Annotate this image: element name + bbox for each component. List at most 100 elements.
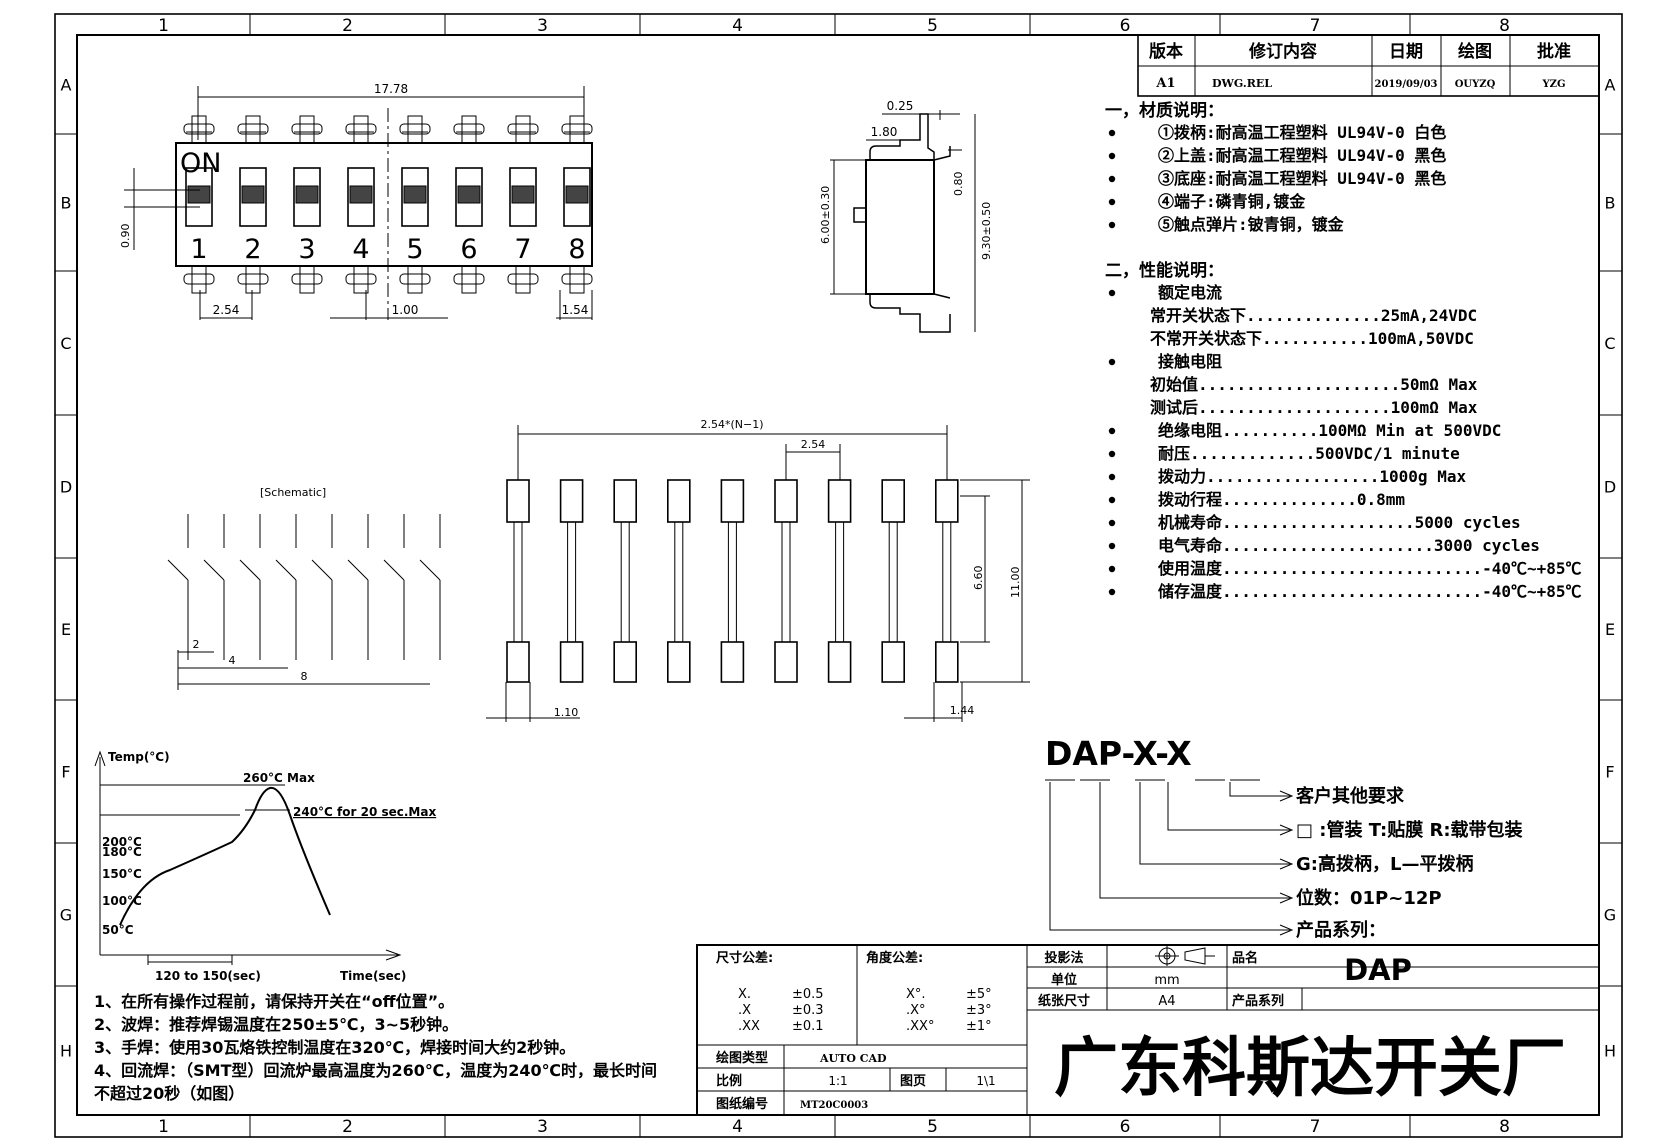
- footprint-pad: [666, 479, 691, 523]
- pin-top: [461, 115, 477, 144]
- zone-row-label: C: [1604, 334, 1615, 353]
- material-item: ①拨柄:耐高温工程塑料 UL94V-0 白色: [1158, 123, 1446, 142]
- tol-key: .XX°: [906, 1019, 934, 1034]
- performance-line: 储存温度...........................-40℃~+85℃: [1157, 582, 1582, 601]
- bullet: [1108, 542, 1116, 550]
- performance-line: 耐压.............500VDC/1 minute: [1158, 444, 1460, 463]
- pn-option: G:高拨柄，L—平拨柄: [1296, 853, 1473, 875]
- rev-header-drawn: 绘图: [1458, 41, 1492, 62]
- rev-header-date: 日期: [1389, 42, 1423, 62]
- position-number: 3: [298, 234, 315, 265]
- zone-row-label: B: [1605, 194, 1616, 213]
- dim-pad-edge: 1.44: [950, 704, 975, 717]
- reflow-tick-label: 150°C: [102, 867, 142, 881]
- schematic-dim-c: 8: [301, 670, 308, 683]
- pn-leader: [1099, 782, 1290, 899]
- preheat-label: 120 to 150(sec): [155, 969, 261, 983]
- performance-line: 拨动行程..............0.8mm: [1158, 490, 1405, 509]
- part-code: DAP-X-X: [1045, 734, 1192, 773]
- pin-bottom: [353, 265, 369, 294]
- scale-value: 1:1: [828, 1074, 847, 1088]
- drawing-type-label: 绘图类型: [716, 1050, 768, 1066]
- pn-leader: [1049, 782, 1290, 931]
- scale-label: 比例: [716, 1073, 742, 1089]
- pn-leader: [1229, 782, 1290, 797]
- reflow-tick-label: 50°C: [102, 923, 134, 937]
- footprint-pad: [506, 479, 530, 523]
- schematic-contact: [203, 559, 225, 581]
- reflow-x-label: Time(sec): [340, 969, 406, 983]
- bullet: [1108, 473, 1116, 481]
- zone-col-label: 2: [342, 16, 353, 36]
- switch-slot: [509, 167, 537, 227]
- footprint-pad: [559, 479, 584, 523]
- unit-value: mm: [1154, 973, 1179, 988]
- page-value: 1\1: [976, 1074, 995, 1088]
- dim-lead: 0.25: [887, 99, 914, 113]
- note-line: 4、回流焊：（SMT型）回流炉最高温度为260℃，温度为240℃时，最长时间: [94, 1061, 657, 1080]
- name-value: DAP: [1344, 953, 1412, 987]
- zone-col-label: 8: [1499, 1117, 1510, 1137]
- footprint-pad: [934, 641, 959, 683]
- zone-col-label: 1: [158, 1117, 169, 1137]
- performance-line: 拨动力..................1000g Max: [1158, 467, 1466, 486]
- position-number: 2: [244, 234, 261, 265]
- performance-line: 机械寿命....................5000 cycles: [1158, 513, 1521, 532]
- projection-symbol-icon: [1155, 946, 1215, 966]
- pn-option: 客户其他要求: [1296, 785, 1405, 807]
- note-line: 3、手焊：使用30瓦烙铁控制温度在320℃，焊接时间大约2秒钟。: [94, 1038, 575, 1057]
- pin-top: [245, 115, 261, 144]
- position-number: 1: [190, 234, 207, 265]
- zone-row-label: E: [1605, 620, 1615, 639]
- drawing-type-value: AUTO CAD: [819, 1052, 887, 1065]
- dim-outer: 11.00: [1009, 567, 1022, 599]
- on-label: ON: [180, 148, 221, 179]
- zone-col-label: 4: [732, 16, 743, 36]
- dim-slot: 1.00: [392, 303, 419, 317]
- ang-tol-title: 角度公差:: [866, 950, 923, 966]
- performance-line: 电气寿命......................3000 cycles: [1158, 536, 1540, 555]
- material-item: ③底座:耐高温工程塑料 UL94V-0 黑色: [1158, 169, 1446, 188]
- footprint-pad: [559, 641, 584, 683]
- bullet: [1108, 427, 1116, 435]
- pin-bottom: [515, 265, 531, 294]
- tol-key: .XX: [738, 1019, 760, 1034]
- footprint-pad: [827, 641, 852, 683]
- performance-heading: 二，性能说明：: [1105, 260, 1224, 281]
- switch-slot: [239, 167, 267, 227]
- zone-row-label: A: [1605, 76, 1616, 95]
- switch-slot: [455, 167, 483, 227]
- performance-line: 不常开关状态下...........100mA,50VDC: [1150, 329, 1474, 348]
- zone-col-label: 7: [1310, 16, 1321, 36]
- switch-actuator: [403, 185, 427, 204]
- pin-top: [299, 115, 315, 144]
- pn-leader: [1167, 782, 1290, 831]
- zone-row-label: G: [1604, 906, 1616, 925]
- footprint-pad: [774, 479, 798, 523]
- tol-value: ±0.5: [792, 987, 824, 1002]
- peak-label: 260°C Max: [243, 771, 315, 785]
- side-view: 0.25 1.80 6.00±0.30 9.30±0.50 0.80: [819, 99, 993, 333]
- switch-slot: [347, 167, 375, 227]
- bullet: [1108, 221, 1116, 229]
- pin-bottom: [245, 265, 261, 294]
- pin-top: [407, 115, 423, 144]
- tol-value: ±0.3: [792, 1003, 824, 1018]
- zone-row-label: F: [1605, 763, 1614, 782]
- zone-row-label: F: [61, 763, 70, 782]
- schematic-title: [Schematic]: [260, 486, 326, 499]
- dim-edge: 1.54: [562, 303, 589, 317]
- footprint-pad: [827, 479, 852, 523]
- performance-line: 使用温度...........................-40℃~+85℃: [1157, 559, 1582, 578]
- projection-label: 投影法: [1044, 950, 1083, 966]
- tol-key: .X: [738, 1003, 751, 1018]
- reflow-profile: Temp(°C) Time(sec) 260°C Max 240°C for 2…: [94, 750, 436, 983]
- zone-col-label: 2: [342, 1117, 353, 1137]
- switch-slot: [563, 167, 591, 227]
- bullet: [1108, 496, 1116, 504]
- dim-tol-title: 尺寸公差:: [716, 950, 773, 966]
- drawing-no-label: 图纸编号: [716, 1096, 768, 1112]
- switch-actuator: [349, 185, 373, 204]
- dim-inner: 6.60: [972, 566, 985, 591]
- schematic: [Schematic] 2 4 8: [167, 486, 441, 690]
